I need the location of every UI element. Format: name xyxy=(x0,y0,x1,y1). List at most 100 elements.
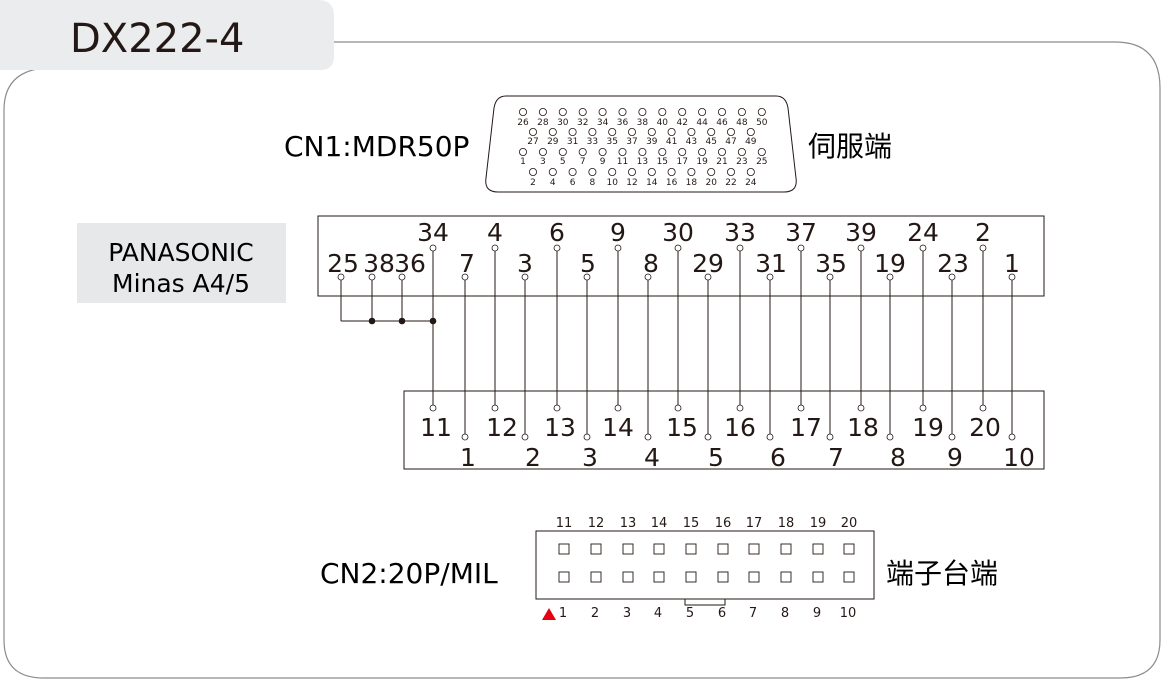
cn1-pin xyxy=(588,127,597,136)
cn2-pin xyxy=(685,571,697,583)
cn1-pin xyxy=(548,127,557,136)
cn1-pin xyxy=(658,108,667,117)
servo-top-pin-label: 37 xyxy=(785,218,817,247)
cn2-connector-body xyxy=(535,530,875,600)
cn1-pin-number: 41 xyxy=(666,137,677,147)
cn2-pin xyxy=(748,571,760,583)
cn2-pin xyxy=(780,543,792,555)
cn1-pin xyxy=(638,147,647,156)
cn1-pin xyxy=(548,167,557,176)
cn2-top-pin-number: 13 xyxy=(620,516,637,531)
cn1-pin xyxy=(667,167,676,176)
servo-pin-dot xyxy=(491,244,499,252)
terminal-top-pin-label: 13 xyxy=(544,413,576,442)
cn1-pin-number: 35 xyxy=(606,137,617,147)
cn1-pin-number: 40 xyxy=(657,118,669,128)
cn1-pin xyxy=(618,147,627,156)
servo-bottom-pin-label: 1 xyxy=(1004,249,1020,278)
servo-bottom-pin-label: 31 xyxy=(755,249,787,278)
servo-pin-dot xyxy=(553,244,561,252)
servo-bottom-pin-label: 3 xyxy=(517,249,533,278)
servo-pin-dot xyxy=(826,273,834,281)
cn2-bottom-pin-number: 4 xyxy=(654,606,662,621)
terminal-pin-dot xyxy=(461,433,469,441)
cn1-pin-number: 47 xyxy=(725,137,736,147)
terminal-bottom-pin-label: 6 xyxy=(770,443,786,472)
terminal-bottom-pin-label: 3 xyxy=(582,443,598,472)
cn1-pin xyxy=(538,147,547,156)
terminal-pin-dot xyxy=(766,433,774,441)
cn1-pin-number: 12 xyxy=(626,178,637,188)
terminal-top-pin-label: 20 xyxy=(969,413,1001,442)
servo-pin-dot xyxy=(398,273,406,281)
cn2-top-pin-number: 16 xyxy=(715,516,732,531)
terminal-pin-dot xyxy=(491,404,499,412)
cn1-pin xyxy=(568,167,577,176)
cn1-pin-number: 2 xyxy=(530,178,536,188)
servo-top-pin-label: 4 xyxy=(487,218,503,247)
cn1-pin xyxy=(678,147,687,156)
servo-top-pin-label: 24 xyxy=(907,218,939,247)
servo-pin-dot xyxy=(766,273,774,281)
cn2-bottom-pin-number: 7 xyxy=(749,606,757,621)
cn1-pin-number: 6 xyxy=(570,178,576,188)
cn1-pin-number: 22 xyxy=(725,178,736,188)
cn1-pin xyxy=(737,147,746,156)
servo-brand-box xyxy=(77,223,286,303)
cn1-pin-number: 33 xyxy=(587,137,598,147)
cn1-pin-number: 21 xyxy=(716,157,727,167)
cn1-pin xyxy=(558,108,567,117)
cn2-pin xyxy=(812,571,824,583)
servo-top-pin-label: 33 xyxy=(724,218,756,247)
cn1-pin xyxy=(588,167,597,176)
cn1-pin-number: 26 xyxy=(517,118,529,128)
cn2-pin xyxy=(780,571,792,583)
servo-pin-dot xyxy=(704,273,712,281)
cn1-side-label: 伺服端 xyxy=(808,130,892,163)
cn1-pin xyxy=(608,167,617,176)
cn1-pin xyxy=(628,167,637,176)
servo-pin-dot xyxy=(368,273,376,281)
cn1-pin xyxy=(638,108,647,117)
terminal-pin-dot xyxy=(857,404,865,412)
terminal-top-pin-label: 16 xyxy=(724,413,756,442)
terminal-pin-dot xyxy=(614,404,622,412)
cn1-pin-number: 15 xyxy=(657,157,668,167)
terminal-pin-dot xyxy=(644,433,652,441)
terminal-pin-dot xyxy=(736,404,744,412)
terminal-bottom-pin-label: 9 xyxy=(947,443,963,472)
servo-top-pin-label: 30 xyxy=(662,218,694,247)
cn1-pin-number: 50 xyxy=(756,118,768,128)
terminal-pin-dot xyxy=(674,404,682,412)
cn2-pin xyxy=(812,543,824,555)
cn1-pin xyxy=(737,108,746,117)
cn1-pin-number: 34 xyxy=(597,118,609,128)
cn1-pin xyxy=(578,108,587,117)
cn1-pin xyxy=(727,167,736,176)
terminal-pin-dot xyxy=(826,433,834,441)
cn2-pin xyxy=(622,543,634,555)
servo-top-pin-label: 39 xyxy=(845,218,877,247)
servo-pin-dot xyxy=(461,273,469,281)
cn1-pin-number: 3 xyxy=(540,157,546,167)
cn1-pin-number: 14 xyxy=(646,178,658,188)
title-tab xyxy=(0,0,334,70)
cn1-pin-number: 25 xyxy=(756,157,767,167)
cn1-pin xyxy=(647,127,656,136)
cn1-pin xyxy=(727,127,736,136)
servo-bottom-pin-label: 7 xyxy=(459,249,475,278)
cn1-pin xyxy=(707,127,716,136)
cn1-pin-number: 46 xyxy=(716,118,728,128)
servo-bottom-pin-label: 38 xyxy=(363,249,395,278)
cn1-pin-number: 7 xyxy=(580,157,586,167)
cn1-pin xyxy=(718,108,727,117)
cn1-pin-number: 29 xyxy=(547,137,559,147)
terminal-top-pin-label: 14 xyxy=(602,413,634,442)
wires xyxy=(337,244,1016,441)
cn2-bottom-pin-number: 10 xyxy=(840,606,857,621)
cn1-pin-number: 36 xyxy=(617,118,629,128)
cn2-top-pin-number: 11 xyxy=(556,516,573,531)
cn2-top-pin-number: 20 xyxy=(841,516,858,531)
terminal-pin-dot xyxy=(948,433,956,441)
